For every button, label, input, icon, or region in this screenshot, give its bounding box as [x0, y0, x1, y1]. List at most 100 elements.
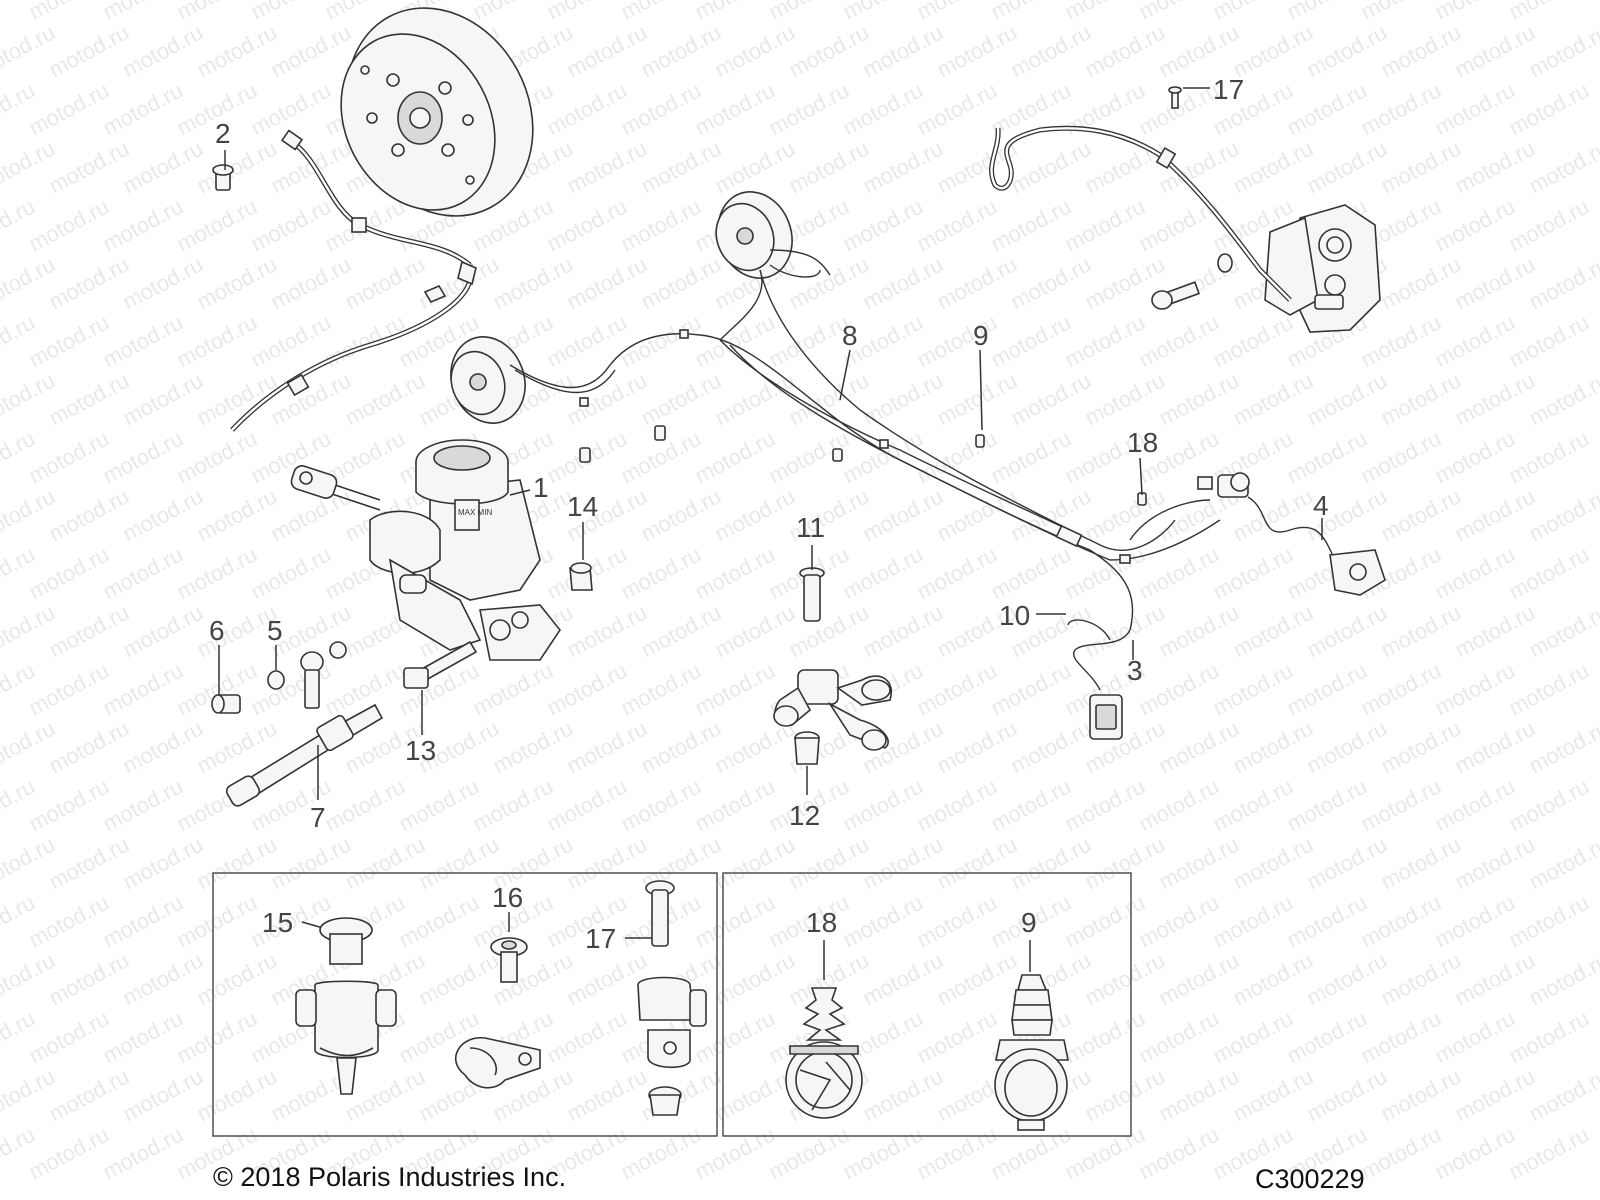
watermark-text: motod.ru — [691, 542, 779, 605]
watermark-text: motod.ru — [839, 890, 927, 953]
watermark-text: motod.ru — [839, 1122, 927, 1185]
watermark-text: motod.ru — [1061, 1006, 1149, 1069]
watermark-text: motod.ru — [1505, 658, 1593, 721]
watermark-text: motod.ru — [173, 1006, 261, 1069]
watermark-text: motod.ru — [711, 832, 799, 895]
watermark-text: motod.ru — [1505, 774, 1593, 837]
watermark-text: motod.ru — [1451, 136, 1539, 199]
watermark-text: motod.ru — [25, 310, 113, 373]
watermark-text: motod.ru — [637, 20, 725, 83]
watermark-text: motod.ru — [711, 948, 799, 1011]
hose-clip — [637, 976, 707, 1069]
watermark-text: motod.ru — [691, 658, 779, 721]
watermark-text: motod.ru — [1135, 542, 1223, 605]
watermark-text: motod.ru — [267, 136, 355, 199]
watermark-text: motod.ru — [1451, 600, 1539, 663]
watermark-text: motod.ru — [913, 194, 1001, 257]
callout-18-detail: 18 — [806, 907, 837, 938]
watermark-text: motod.ru — [637, 136, 725, 199]
watermark-text: motod.ru — [785, 20, 873, 83]
watermark-text: motod.ru — [321, 310, 409, 373]
watermark-text: motod.ru — [563, 600, 651, 663]
callout-4: 4 — [1313, 490, 1329, 521]
callout-17-top: 17 — [1213, 74, 1244, 105]
watermark-text: motod.ru — [839, 542, 927, 605]
watermark-text: motod.ru — [1155, 1064, 1243, 1127]
watermark-text: motod.ru — [617, 658, 705, 721]
watermark-text: motod.ru — [1155, 600, 1243, 663]
callout-5: 5 — [267, 615, 283, 646]
callout-9-top: 9 — [973, 320, 989, 351]
brake-line-harness-8 — [509, 249, 1221, 631]
abs-sensor-connector — [1197, 472, 1336, 561]
watermark-text: motod.ru — [1377, 716, 1465, 779]
watermark-text: motod.ru — [99, 774, 187, 837]
watermark-text: motod.ru — [1431, 310, 1519, 373]
watermark-text: motod.ru — [1081, 600, 1169, 663]
watermark-text: motod.ru — [99, 194, 187, 257]
watermark-text: motod.ru — [1451, 1064, 1539, 1127]
watermark-text: motod.ru — [1505, 542, 1593, 605]
watermark-text: motod.ru — [267, 20, 355, 83]
watermark-text: motod.ru — [1081, 1064, 1169, 1127]
watermark-text: motod.ru — [933, 948, 1021, 1011]
watermark-text: motod.ru — [987, 310, 1075, 373]
watermark-text: motod.ru — [1283, 426, 1371, 489]
watermark-text: motod.ru — [691, 1122, 779, 1185]
callout-2: 2 — [215, 118, 231, 149]
watermark-text: motod.ru — [267, 832, 355, 895]
watermark-text: motod.ru — [1431, 542, 1519, 605]
watermark-text: motod.ru — [543, 1006, 631, 1069]
watermark-text: motod.ru — [1061, 1122, 1149, 1185]
watermark-text: motod.ru — [1505, 426, 1593, 489]
bolt-13 — [403, 640, 478, 689]
callout-15: 15 — [262, 907, 293, 938]
watermark-text: motod.ru — [859, 948, 947, 1011]
harness-connector-3 — [1067, 619, 1131, 740]
reservoir-label: MAX MIN — [458, 508, 492, 517]
watermark-text: motod.ru — [0, 1064, 59, 1127]
watermark-text: motod.ru — [637, 252, 725, 315]
watermark-text: motod.ru — [563, 1064, 651, 1127]
watermark-text: motod.ru — [617, 194, 705, 257]
banjo-fitting — [300, 641, 347, 709]
watermark-text: motod.ru — [691, 890, 779, 953]
callout-14: 14 — [567, 491, 598, 522]
watermark-text: motod.ru — [1081, 136, 1169, 199]
watermark-text: motod.ru — [1357, 78, 1445, 141]
watermark-text: motod.ru — [1303, 368, 1391, 431]
watermark-text: motod.ru — [1061, 194, 1149, 257]
watermark-text: motod.ru — [711, 368, 799, 431]
watermark-text: motod.ru — [119, 136, 207, 199]
watermark-text: motod.ru — [1303, 20, 1391, 83]
watermark-text: motod.ru — [0, 484, 59, 547]
watermark-text: motod.ru — [913, 426, 1001, 489]
watermark-text: motod.ru — [637, 716, 725, 779]
watermark-text: motod.ru — [1283, 1006, 1371, 1069]
watermark-text: motod.ru — [1431, 1122, 1519, 1185]
plug-12 — [794, 731, 820, 765]
watermark-text: motod.ru — [913, 774, 1001, 837]
watermark-text: motod.ru — [765, 310, 853, 373]
watermark-text: motod.ru — [785, 136, 873, 199]
watermark-text: motod.ru — [933, 252, 1021, 315]
tree-clip-18 — [785, 987, 863, 1119]
watermark-text: motod.ru — [0, 368, 59, 431]
watermark-text: motod.ru — [711, 136, 799, 199]
watermark-text: motod.ru — [321, 774, 409, 837]
watermark-text: motod.ru — [1229, 600, 1317, 663]
watermark-text: motod.ru — [1007, 484, 1095, 547]
watermark-text: motod.ru — [45, 484, 133, 547]
watermark-text: motod.ru — [341, 832, 429, 895]
watermark-text: motod.ru — [173, 542, 261, 605]
small-clips-center — [579, 425, 1147, 506]
callout-8: 8 — [842, 320, 858, 351]
watermark-text: motod.ru — [1135, 774, 1223, 837]
watermark-text: motod.ru — [1155, 832, 1243, 895]
watermark-text: motod.ru — [839, 194, 927, 257]
watermark-text: motod.ru — [341, 252, 429, 315]
watermark-text: motod.ru — [1209, 542, 1297, 605]
watermark-text: motod.ru — [859, 832, 947, 895]
watermark-text: motod.ru — [119, 716, 207, 779]
